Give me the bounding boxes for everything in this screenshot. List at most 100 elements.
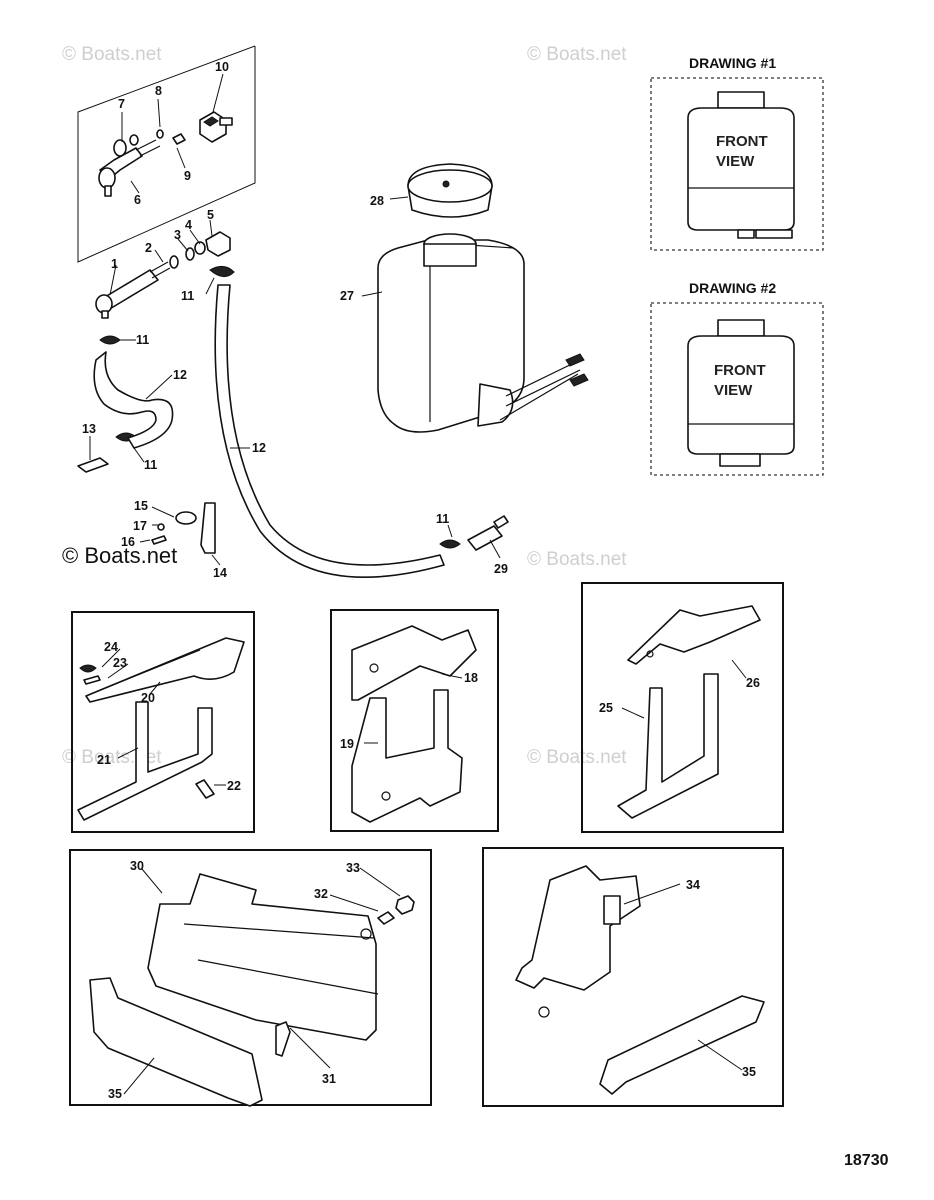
- nut-part-33: [395, 895, 415, 915]
- callout-28: 28: [370, 194, 384, 208]
- drawing-1-view: VIEW: [716, 153, 755, 170]
- inset-outline: [77, 45, 256, 263]
- elbow-part-10: [199, 111, 233, 143]
- callout-35: 35: [742, 1065, 756, 1079]
- drawing-2-tank: [687, 319, 795, 467]
- bracket-box-34-35: [482, 847, 784, 1107]
- cap-part-28: [407, 163, 493, 218]
- callout-11: 11: [181, 289, 194, 303]
- bracket-part-25: [617, 673, 719, 819]
- callout-15: 15: [134, 499, 148, 513]
- strap-part-35-right: [599, 995, 765, 1095]
- drawing-1-tank: [687, 91, 795, 239]
- fitting-part-13: [77, 457, 109, 473]
- clip-part-22: [195, 779, 215, 799]
- callout-17: 17: [133, 519, 147, 533]
- bracket-part-34: [515, 865, 641, 1018]
- strap-part-35: [89, 977, 263, 1107]
- callout-9: 9: [184, 169, 191, 183]
- callout-1: 1: [111, 257, 118, 271]
- bracket-box-18-19: [330, 609, 499, 832]
- bracket-part-30: [147, 873, 379, 1041]
- callout-7: 7: [118, 97, 125, 111]
- callout-12: 12: [252, 441, 266, 455]
- watermark: © Boats.net: [527, 549, 627, 570]
- callout-25: 25: [599, 701, 613, 715]
- callout-26: 26: [746, 676, 760, 690]
- callout-13: 13: [82, 422, 96, 436]
- drawing-2-title: DRAWING #2: [689, 280, 776, 296]
- clamp-part-11: [99, 335, 121, 345]
- hose-part-12: [93, 351, 174, 449]
- washer-part-32: [377, 911, 395, 925]
- callout-30: 30: [130, 859, 144, 873]
- bracket-part-26: [627, 605, 761, 665]
- callout-3: 3: [174, 228, 181, 242]
- callout-11: 11: [436, 512, 449, 526]
- bracket-part-14: [200, 502, 216, 554]
- callout-21: 21: [97, 753, 111, 767]
- washer-part-17: [157, 523, 165, 531]
- callout-23: 23: [113, 656, 127, 670]
- clamp-part-15: [175, 511, 197, 525]
- callout-4: 4: [185, 218, 192, 232]
- screw-part-23: [83, 675, 101, 685]
- drawing-1-front: FRONT: [716, 133, 768, 150]
- bracket-part-21: [77, 701, 213, 821]
- callout-16: 16: [121, 535, 135, 549]
- callout-31: 31: [322, 1072, 336, 1086]
- drawing-2-view: VIEW: [714, 382, 753, 399]
- bracket-box-25-26: [581, 582, 784, 833]
- callout-14: 14: [213, 566, 227, 580]
- watermark-dark: © Boats.net: [62, 543, 177, 568]
- callout-8: 8: [155, 84, 162, 98]
- callout-34: 34: [686, 878, 700, 892]
- fitting-part-1: [95, 261, 171, 319]
- callout-29: 29: [494, 562, 508, 576]
- callout-12: 12: [173, 368, 187, 382]
- bracket-box-20-24: [71, 611, 255, 833]
- screw-part-16: [151, 535, 167, 545]
- elbow-part-5: [205, 231, 231, 257]
- callout-2: 2: [145, 241, 152, 255]
- callout-11: 11: [144, 458, 157, 472]
- clamp-part-11: [439, 539, 461, 549]
- o-ring-part-8: [156, 129, 164, 139]
- leader-lines: [89, 73, 747, 1095]
- watermark: © Boats.net: [527, 747, 627, 768]
- callout-19: 19: [340, 737, 354, 751]
- watermark: © Boats.net: [62, 44, 162, 65]
- nut-part-4: [194, 241, 206, 255]
- drawing-1-frame: [650, 77, 824, 251]
- o-ring-part-7: [113, 139, 127, 157]
- drawing-2-frame: [650, 302, 824, 476]
- o-ring-part-7b: [129, 134, 139, 146]
- washer-part-2: [169, 255, 179, 269]
- drawing-1-title: DRAWING #1: [689, 55, 776, 71]
- callout-27: 27: [340, 289, 354, 303]
- callout-35: 35: [108, 1087, 122, 1101]
- callout-18: 18: [464, 671, 478, 685]
- oil-tank-part-27: [377, 233, 589, 433]
- drawing-2-front: FRONT: [714, 362, 766, 379]
- watermark: © Boats.net: [527, 44, 627, 65]
- callout-22: 22: [227, 779, 241, 793]
- callout-6: 6: [134, 193, 141, 207]
- clip-part-24: [79, 664, 97, 673]
- bracket-part-19: [351, 689, 463, 823]
- fitting-part-29: [467, 515, 509, 551]
- bracket-part-18: [351, 625, 477, 701]
- bolt-part-31: [275, 1021, 291, 1057]
- fitting-part-6: [98, 139, 161, 197]
- callout-5: 5: [207, 208, 214, 222]
- clip-part-9: [172, 133, 186, 145]
- figure-number: 18730: [844, 1152, 889, 1169]
- bracket-part-20: [85, 637, 245, 703]
- callout-11: 11: [136, 333, 149, 347]
- callout-32: 32: [314, 887, 328, 901]
- clamp-part-11: [209, 266, 235, 277]
- hose-part-12-long: [214, 284, 445, 579]
- callout-33: 33: [346, 861, 360, 875]
- callout-20: 20: [141, 691, 155, 705]
